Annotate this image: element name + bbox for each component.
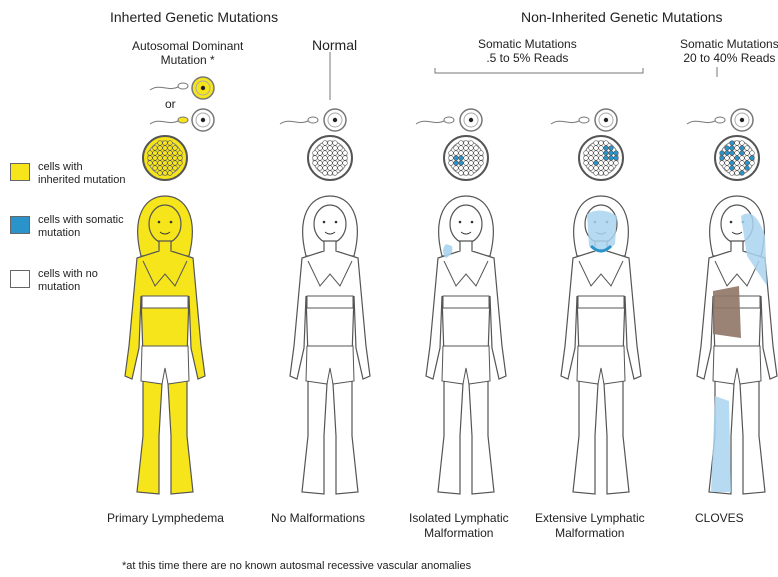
child-figure-1 — [290, 196, 370, 494]
extensive-malformation-face — [587, 210, 617, 251]
embryo-2 — [444, 136, 488, 180]
sperm-3 — [579, 117, 589, 123]
group-bracket — [435, 68, 643, 73]
child-figure-4 — [697, 196, 777, 494]
embryo-1 — [308, 136, 352, 180]
embryo-3 — [579, 136, 623, 180]
child-figure-2 — [426, 196, 506, 494]
embryo-0 — [143, 136, 187, 180]
sperm-1 — [308, 117, 318, 123]
caption-extensive-lymphatic: Extensive Lymphatic Malformation — [535, 511, 645, 541]
caption-cloves: CLOVES — [695, 511, 744, 526]
cloves-leg — [711, 396, 731, 492]
child-figure-3 — [561, 196, 641, 494]
caption-no-malformations: No Malformations — [271, 511, 365, 526]
sperm-inherited-yellow — [178, 117, 188, 123]
sperm-4 — [715, 117, 725, 123]
embryo-4 — [715, 136, 759, 180]
child-figure-0 — [125, 196, 205, 494]
caption-isolated-lymphatic: Isolated Lymphatic Malformation — [409, 511, 509, 541]
footnote: *at this time there are no known autosma… — [122, 559, 471, 573]
sperm-2 — [444, 117, 454, 123]
sperm-inherited-top — [178, 83, 188, 89]
caption-primary-lymphedema: Primary Lymphedema — [107, 511, 224, 526]
cloves-trunk — [713, 286, 741, 338]
